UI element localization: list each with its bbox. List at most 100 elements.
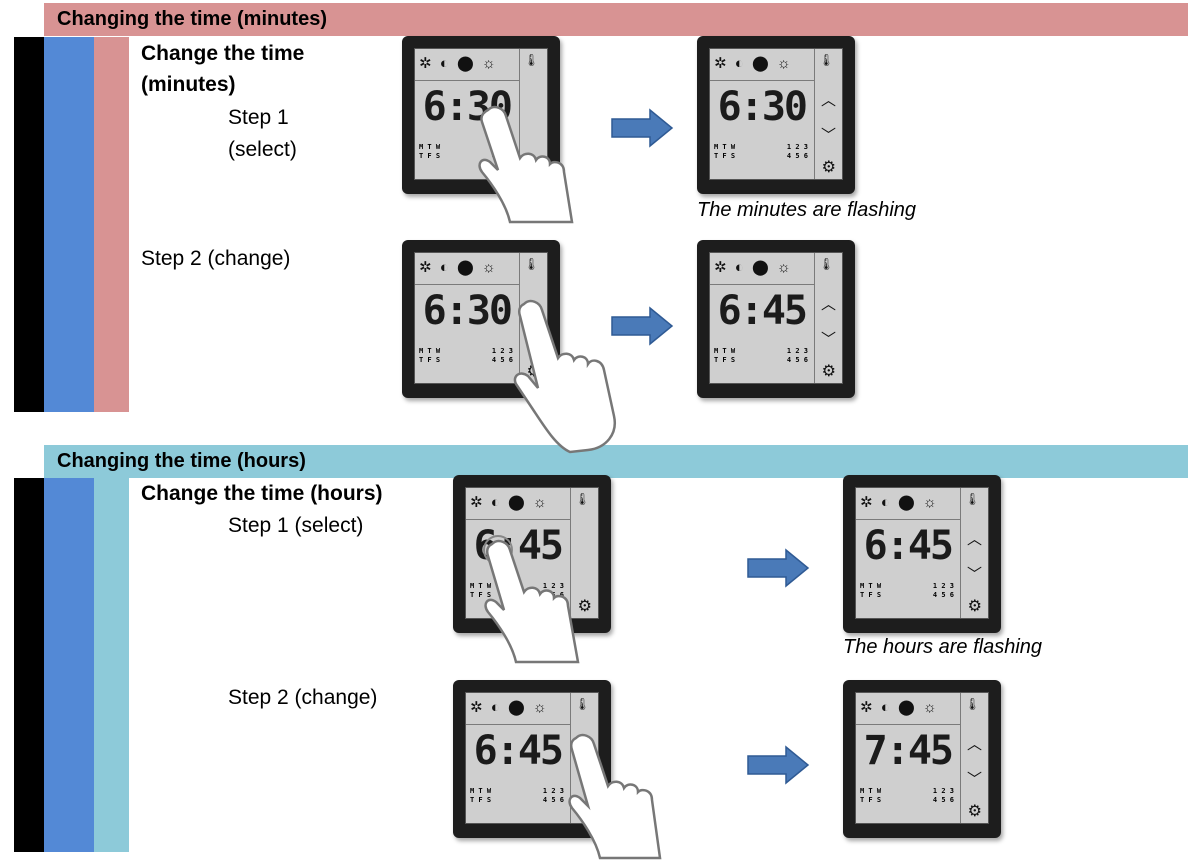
chevron-down-icon[interactable]: ﹀	[966, 771, 982, 788]
step2-minutes: Step 2 (change)	[141, 247, 291, 270]
nums-line1: 1 2 3	[786, 143, 808, 151]
mode-icons: ✲ ◐ ⬤ ☼	[860, 494, 939, 511]
nums-line2: 4 5 6	[491, 356, 513, 364]
thermometer-icon: 🌡	[574, 492, 590, 506]
program-numbers: 1 2 3 4 5 6	[787, 143, 808, 161]
thermometer-icon: 🌡	[574, 697, 590, 711]
thermometer-icon: 🌡	[523, 257, 539, 271]
days-line1: M T W	[470, 787, 492, 795]
blue-strip-hours	[44, 478, 94, 852]
pointing-finger-icon	[568, 733, 662, 860]
time-display: 7:45	[863, 728, 954, 774]
days-line2: T F S	[714, 152, 736, 160]
program-numbers: 1 2 3 4 5 6	[787, 347, 808, 365]
days-line1: M T W	[714, 143, 736, 151]
heading-minutes-line1: Change the time	[141, 42, 305, 65]
gear-icon[interactable]: ⚙	[577, 598, 592, 615]
days-indicator: M T W T F S	[860, 787, 881, 805]
days-line2: T F S	[860, 591, 882, 599]
gear-icon[interactable]: ⚙	[967, 598, 982, 615]
days-line2: T F S	[470, 796, 492, 804]
thermometer-icon: 🌡	[818, 257, 834, 271]
time-display: 6:30	[422, 288, 513, 334]
arrow-right-icon	[747, 548, 810, 588]
days-line1: M T W	[470, 582, 492, 590]
thermostat-device: ✲ ◐ ⬤ ☼ 🌡 6:45 M T W T F S 1 2 3 4 5 6 ︿…	[843, 475, 1001, 633]
thermostat-screen: ✲ ◐ ⬤ ☼ 🌡 6:45 M T W T F S 1 2 3 4 5 6 ︿…	[709, 252, 843, 384]
days-indicator: M T W T F S	[419, 347, 440, 365]
nums-line2: 4 5 6	[932, 591, 954, 599]
thermometer-icon: 🌡	[964, 492, 980, 506]
gear-icon[interactable]: ⚙	[821, 159, 836, 176]
step1-minutes-line1: Step 1	[228, 106, 289, 129]
nums-line1: 1 2 3	[932, 787, 954, 795]
black-strip-hours	[14, 478, 44, 852]
nums-line2: 4 5 6	[932, 796, 954, 804]
chevron-up-icon[interactable]: ︿	[966, 531, 982, 548]
program-numbers: 1 2 3 4 5 6	[543, 787, 564, 805]
nums-line1: 1 2 3	[932, 582, 954, 590]
teal-strip-hours	[94, 478, 129, 852]
thermostat-device: ✲ ◐ ⬤ ☼ 🌡 6:45 M T W T F S 1 2 3 4 5 6 ︿…	[697, 240, 855, 398]
pink-strip-minutes	[94, 37, 129, 412]
arrow-right-icon	[747, 745, 810, 785]
caption-minutes: The minutes are flashing	[697, 199, 917, 221]
nums-line1: 1 2 3	[542, 787, 564, 795]
days-indicator: M T W T F S	[714, 347, 735, 365]
pointing-finger-icon	[483, 535, 580, 664]
thermometer-icon: 🌡	[523, 53, 539, 67]
blue-strip-minutes	[44, 37, 94, 412]
chevron-down-icon[interactable]: ﹀	[966, 566, 982, 583]
arrow-right-icon	[611, 108, 674, 148]
nums-line1: 1 2 3	[542, 582, 564, 590]
thermostat-screen: ✲ ◐ ⬤ ☼ 🌡 6:30 M T W T F S 1 2 3 4 5 6 ︿…	[709, 48, 843, 180]
time-display: 6:45	[717, 288, 808, 334]
thermometer-icon: 🌡	[818, 53, 834, 67]
heading-minutes-line2: (minutes)	[141, 73, 236, 96]
pointing-finger-icon	[513, 299, 617, 454]
thermostat-screen: ✲ ◐ ⬤ ☼ 🌡 6:45 M T W T F S 1 2 3 4 5 6 ︿…	[855, 487, 989, 619]
program-numbers: 1 2 3 4 5 6	[492, 347, 513, 365]
mode-icons: ✲ ◐ ⬤ ☼	[714, 55, 793, 72]
days-line2: T F S	[860, 796, 882, 804]
time-display: 6:45	[473, 728, 564, 774]
step2-hours: Step 2 (change)	[228, 686, 378, 709]
gear-icon[interactable]: ⚙	[967, 803, 982, 820]
mode-icons: ✲ ◐ ⬤ ☼	[714, 259, 793, 276]
chevron-down-icon[interactable]: ﹀	[820, 127, 836, 144]
mode-icons: ✲ ◐ ⬤ ☼	[419, 55, 498, 72]
chevron-up-icon[interactable]: ︿	[820, 296, 836, 313]
thermostat-device: ✲ ◐ ⬤ ☼ 🌡 7:45 M T W T F S 1 2 3 4 5 6 ︿…	[843, 680, 1001, 838]
nums-line2: 4 5 6	[786, 152, 808, 160]
chevron-up-icon[interactable]: ︿	[820, 92, 836, 109]
step1-hours: Step 1 (select)	[228, 514, 364, 537]
days-line1: M T W	[419, 347, 441, 355]
days-line2: T F S	[714, 356, 736, 364]
arrow-right-icon	[611, 306, 674, 346]
chevron-down-icon[interactable]: ﹀	[820, 331, 836, 348]
gear-icon[interactable]: ⚙	[821, 363, 836, 380]
thermostat-screen: ✲ ◐ ⬤ ☼ 🌡 7:45 M T W T F S 1 2 3 4 5 6 ︿…	[855, 692, 989, 824]
program-numbers: 1 2 3 4 5 6	[933, 582, 954, 600]
days-line2: T F S	[419, 356, 441, 364]
days-indicator: M T W T F S	[470, 787, 491, 805]
mode-icons: ✲ ◐ ⬤ ☼	[419, 259, 498, 276]
black-strip-minutes	[14, 37, 44, 412]
mode-icons: ✲ ◐ ⬤ ☼	[470, 699, 549, 716]
thermostat-screen: ✲ ◐ ⬤ ☼ 🌡 6:30 M T W T F S 1 2 3 4 5 6	[414, 48, 548, 180]
days-line2: T F S	[419, 152, 441, 160]
section-title-minutes: Changing the time (minutes)	[44, 3, 1188, 36]
nums-line1: 1 2 3	[491, 347, 513, 355]
nums-line1: 1 2 3	[786, 347, 808, 355]
thermometer-icon: 🌡	[964, 697, 980, 711]
chevron-up-icon[interactable]: ︿	[966, 736, 982, 753]
caption-hours: The hours are flashing	[843, 636, 1043, 658]
time-display: 6:45	[863, 523, 954, 569]
nums-line2: 4 5 6	[786, 356, 808, 364]
days-line1: M T W	[860, 582, 882, 590]
heading-minutes: Change the time (minutes)	[141, 38, 304, 100]
days-line1: M T W	[419, 143, 441, 151]
nums-line2: 4 5 6	[542, 796, 564, 804]
days-indicator: M T W T F S	[860, 582, 881, 600]
thermostat-device: ✲ ◐ ⬤ ☼ 🌡 6:30 M T W T F S 1 2 3 4 5 6 ︿…	[697, 36, 855, 194]
